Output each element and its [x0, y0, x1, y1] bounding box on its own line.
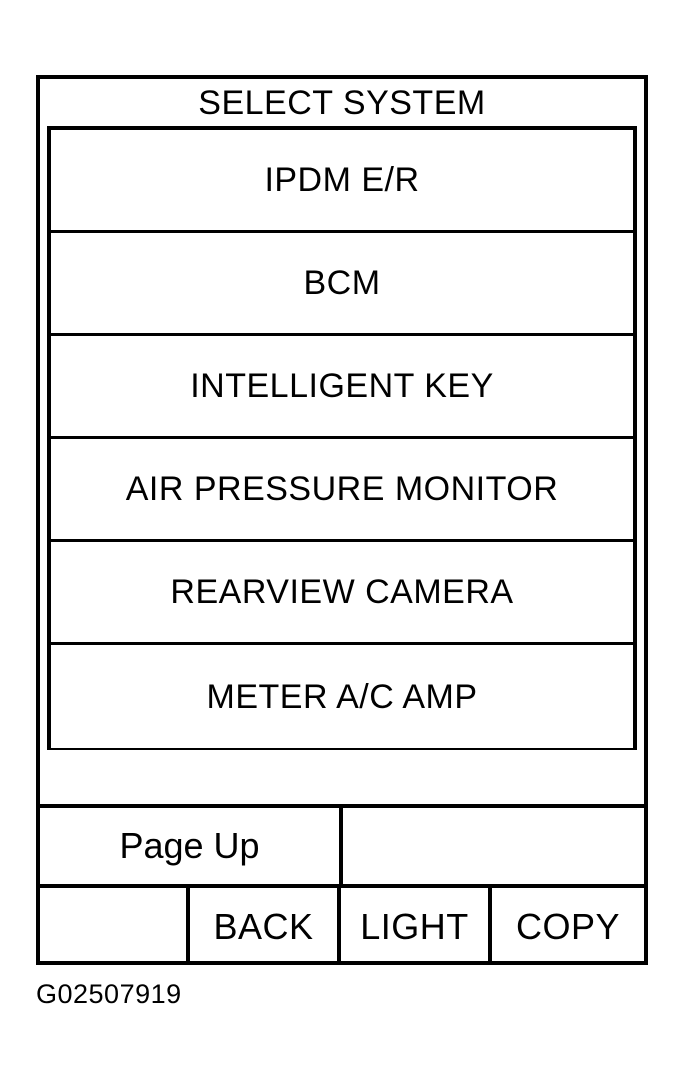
- page-title: SELECT SYSTEM: [198, 83, 486, 122]
- system-list-item-label: IPDM E/R: [264, 161, 420, 199]
- page-nav-row: Page Up: [40, 804, 644, 884]
- system-list-item-label: METER A/C AMP: [206, 677, 478, 716]
- function-key-copy[interactable]: COPY: [492, 888, 644, 965]
- function-key-light[interactable]: LIGHT: [341, 888, 492, 965]
- page-up-label: Page Up: [119, 825, 260, 866]
- system-list: IPDM E/R BCM INTELLIGENT KEY AIR PRESSUR…: [47, 126, 637, 750]
- system-list-item-label: REARVIEW CAMERA: [170, 573, 514, 611]
- system-list-item-intelligent-key[interactable]: INTELLIGENT KEY: [51, 336, 633, 439]
- system-list-item-ipdm-er[interactable]: IPDM E/R: [51, 130, 633, 233]
- system-list-item-bcm[interactable]: BCM: [51, 233, 633, 336]
- system-list-item-rearview-camera[interactable]: REARVIEW CAMERA: [51, 542, 633, 645]
- system-list-item-air-pressure-monitor[interactable]: AIR PRESSURE MONITOR: [51, 439, 633, 542]
- system-list-item-label: AIR PRESSURE MONITOR: [125, 470, 559, 508]
- function-key-label: BACK: [213, 905, 314, 947]
- function-key-label: LIGHT: [360, 905, 469, 947]
- page-up-button[interactable]: Page Up: [40, 808, 343, 884]
- function-key-row: BACK LIGHT COPY: [40, 884, 644, 965]
- figure-caption: G02507919: [36, 979, 182, 1009]
- page-nav-blank-cell: [343, 808, 644, 884]
- function-key-label: COPY: [515, 905, 621, 947]
- scan-tool-screen: SELECT SYSTEM IPDM E/R BCM INTELLIGENT K…: [36, 75, 648, 965]
- list-spacer: [40, 750, 644, 802]
- function-key-blank: [40, 888, 190, 965]
- system-list-item-label: BCM: [303, 264, 381, 302]
- system-list-item-label: INTELLIGENT KEY: [190, 367, 494, 405]
- function-key-back[interactable]: BACK: [190, 888, 341, 965]
- system-list-item-meter-ac-amp[interactable]: METER A/C AMP: [51, 645, 633, 748]
